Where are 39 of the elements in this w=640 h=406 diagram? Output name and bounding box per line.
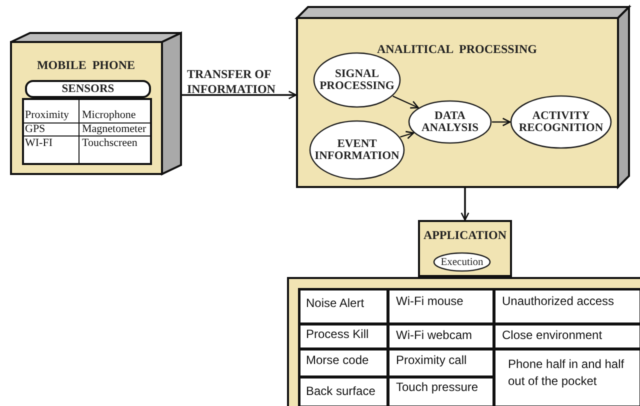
- box-title: ANALITICAL PROCESSING: [376, 42, 538, 57]
- sensor-name: WI-FI: [25, 137, 52, 149]
- process-ellipse: [510, 95, 612, 149]
- sensor-name: Proximity: [25, 109, 70, 121]
- application-name: Proximity call: [396, 353, 467, 367]
- sensor-name: Microphone: [82, 109, 136, 121]
- process-name: Execution: [440, 256, 484, 268]
- box-title: APPLICATION: [422, 228, 508, 243]
- arrow: [392, 96, 419, 109]
- process-name: DATA ANALYSIS: [420, 110, 480, 134]
- arrow: [182, 90, 297, 100]
- process-name: ACTIVITY RECOGNITION: [518, 110, 604, 134]
- application-name: Back surface: [306, 384, 376, 398]
- execution-ellipse: [433, 252, 491, 272]
- process-ellipse: [309, 120, 405, 180]
- process-name: EVENT INFORMATION: [314, 138, 400, 162]
- arrow: [460, 188, 470, 221]
- process-name: SIGNAL PROCESSING: [318, 68, 396, 92]
- process-ellipse: [408, 100, 492, 144]
- sensor-name: GPS: [25, 123, 46, 135]
- application-name: Noise Alert: [306, 296, 364, 310]
- application-name: Phone half in and half out of the pocket: [508, 356, 626, 390]
- sensor-header: [25, 80, 151, 98]
- application-name: Morse code: [306, 353, 369, 367]
- application-name: Touch pressure: [396, 380, 478, 394]
- application-name: Unauthorized access: [502, 294, 614, 308]
- arrow: [400, 130, 414, 140]
- application-name: Wi-Fi mouse: [396, 294, 464, 308]
- application-name: Process Kill: [306, 327, 369, 341]
- application-box: [418, 220, 512, 277]
- box-title: MOBILE PHONE: [36, 58, 136, 73]
- section-title: SENSORS: [62, 83, 114, 95]
- application-name: Wi-Fi webcam: [396, 328, 472, 342]
- edge-label: TRANSFER OF INFORMATION: [187, 67, 276, 97]
- application-name: Close environment: [502, 328, 602, 342]
- sensor-name: Touchscreen: [82, 137, 138, 149]
- process-ellipse: [313, 52, 401, 108]
- arrow: [492, 118, 511, 126]
- sensor-name: Magnetometer: [82, 123, 146, 135]
